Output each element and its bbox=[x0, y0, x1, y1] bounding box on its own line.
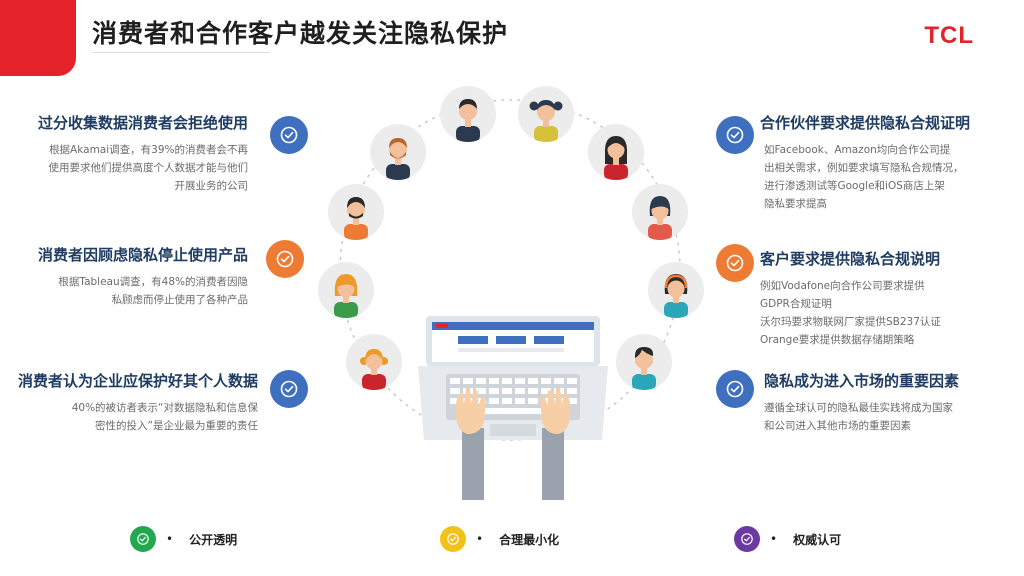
avatar-man-2 bbox=[616, 334, 672, 390]
desc-line: 隐私要求提高 bbox=[764, 198, 827, 210]
principle-authority: • 权威认可 bbox=[734, 526, 841, 552]
desc-line: 和公司进入其他市场的重要因素 bbox=[764, 420, 911, 432]
desc-line: 沃尔玛要求物联网厂家提供SB237认证 bbox=[760, 316, 941, 328]
check-icon bbox=[716, 244, 754, 282]
page-title: 消费者和合作客户越发关注隐私保护 bbox=[92, 19, 509, 48]
desc-line: 遵循全球认可的隐私最佳实践将成为国家 bbox=[764, 402, 953, 414]
bullet-dot: • bbox=[770, 532, 778, 546]
left-block-3: 消费者认为企业应保护好其个人数据 40%的被访者表示“对数据隐私和信息保 密性的… bbox=[18, 370, 258, 435]
principle-label: 合理最小化 bbox=[499, 532, 560, 547]
principle-minimization: • 合理最小化 bbox=[440, 526, 559, 552]
desc-line: 进行渗透测试等Google和iOS商店上架 bbox=[764, 180, 945, 192]
check-icon bbox=[716, 116, 754, 154]
principle-label: 公开透明 bbox=[189, 532, 238, 547]
check-icon bbox=[270, 116, 308, 154]
desc-line: 出相关需求，例如要求填写隐私合规情况， bbox=[764, 162, 964, 174]
right-desc-2: 例如Vodafone向合作公司要求提供 GDPR合规证明 沃尔玛要求物联网厂家提… bbox=[760, 277, 941, 349]
desc-line: 使用要求他们提供高度个人数据才能与他们 bbox=[48, 162, 249, 174]
right-heading-2: 客户要求提供隐私合规说明 bbox=[760, 250, 941, 268]
principle-label: 权威认可 bbox=[793, 532, 842, 547]
desc-line: 私顾虑而停止使用了各种产品 bbox=[111, 294, 249, 306]
right-desc-3: 遵循全球认可的隐私最佳实践将成为国家 和公司进入其他市场的重要因素 bbox=[764, 399, 959, 435]
title-underline bbox=[92, 52, 270, 53]
laptop-illustration bbox=[418, 316, 608, 500]
desc-line: 40%的被访者表示“对数据隐私和信息保 bbox=[71, 402, 258, 414]
principle-transparent: • 公开透明 bbox=[130, 526, 237, 552]
check-icon bbox=[130, 526, 156, 552]
left-block-2: 消费者因顾虑隐私停止使用产品 根据Tableau调查，有48%的消费者因隐 私顾… bbox=[38, 244, 248, 309]
desc-line: 如Facebook、Amazon均向合作公司提 bbox=[764, 144, 951, 156]
left-desc-2: 根据Tableau调查，有48%的消费者因隐 私顾虑而停止使用了各种产品 bbox=[38, 273, 248, 309]
right-block-3: 隐私成为进入市场的重要因素 遵循全球认可的隐私最佳实践将成为国家 和公司进入其他… bbox=[764, 370, 959, 435]
left-heading-2: 消费者因顾虑隐私停止使用产品 bbox=[37, 246, 248, 264]
avatar-man-1 bbox=[440, 86, 496, 142]
avatar-woman-2 bbox=[632, 184, 688, 240]
desc-line: 根据Akamai调查，有39%的消费者会不再 bbox=[49, 144, 248, 156]
right-heading-1: 合作伙伴要求提供隐私合规证明 bbox=[760, 114, 971, 132]
avatar-woman-1 bbox=[588, 124, 644, 180]
left-block-1: 过分收集数据消费者会拒绝使用 根据Akamai调查，有39%的消费者会不再 使用… bbox=[38, 112, 248, 195]
bullet-dot: • bbox=[166, 532, 174, 546]
avatar-girl-pigtails bbox=[518, 86, 574, 142]
left-desc-3: 40%的被访者表示“对数据隐私和信息保 密性的投入”是企业最为重要的责任 bbox=[18, 399, 258, 435]
avatar-headset-woman bbox=[648, 262, 704, 318]
check-icon bbox=[266, 240, 304, 278]
right-block-2: 客户要求提供隐私合规说明 例如Vodafone向合作公司要求提供 GDPR合规证… bbox=[760, 248, 941, 349]
left-heading-1: 过分收集数据消费者会拒绝使用 bbox=[37, 114, 248, 132]
desc-line: 开展业务的公司 bbox=[174, 180, 249, 192]
check-icon bbox=[440, 526, 466, 552]
desc-line: 例如Vodafone向合作公司要求提供 bbox=[760, 280, 925, 292]
left-heading-3: 消费者认为企业应保护好其个人数据 bbox=[17, 372, 258, 390]
tcl-logo: TCL bbox=[924, 22, 974, 49]
desc-line: Orange要求提供数据存储期策略 bbox=[760, 334, 915, 346]
avatar-girl-bun bbox=[346, 334, 402, 390]
right-desc-1: 如Facebook、Amazon均向合作公司提 出相关需求，例如要求填写隐私合规… bbox=[764, 141, 970, 213]
bullet-dot: • bbox=[476, 532, 484, 546]
left-desc-1: 根据Akamai调查，有39%的消费者会不再 使用要求他们提供高度个人数据才能与… bbox=[38, 141, 249, 195]
avatar-bearded-man bbox=[370, 124, 426, 180]
corner-accent bbox=[0, 0, 76, 76]
right-block-1: 合作伙伴要求提供隐私合规证明 如Facebook、Amazon均向合作公司提 出… bbox=[760, 112, 970, 213]
check-icon bbox=[734, 526, 760, 552]
check-icon bbox=[716, 370, 754, 408]
desc-line: GDPR合规证明 bbox=[760, 298, 832, 310]
right-heading-3: 隐私成为进入市场的重要因素 bbox=[764, 372, 960, 390]
avatar-man-3 bbox=[328, 184, 384, 240]
desc-line: 根据Tableau调查，有48%的消费者因隐 bbox=[58, 276, 248, 288]
check-icon bbox=[270, 370, 308, 408]
desc-line: 密性的投入”是企业最为重要的责任 bbox=[95, 420, 258, 432]
avatar-woman-3 bbox=[318, 262, 374, 318]
